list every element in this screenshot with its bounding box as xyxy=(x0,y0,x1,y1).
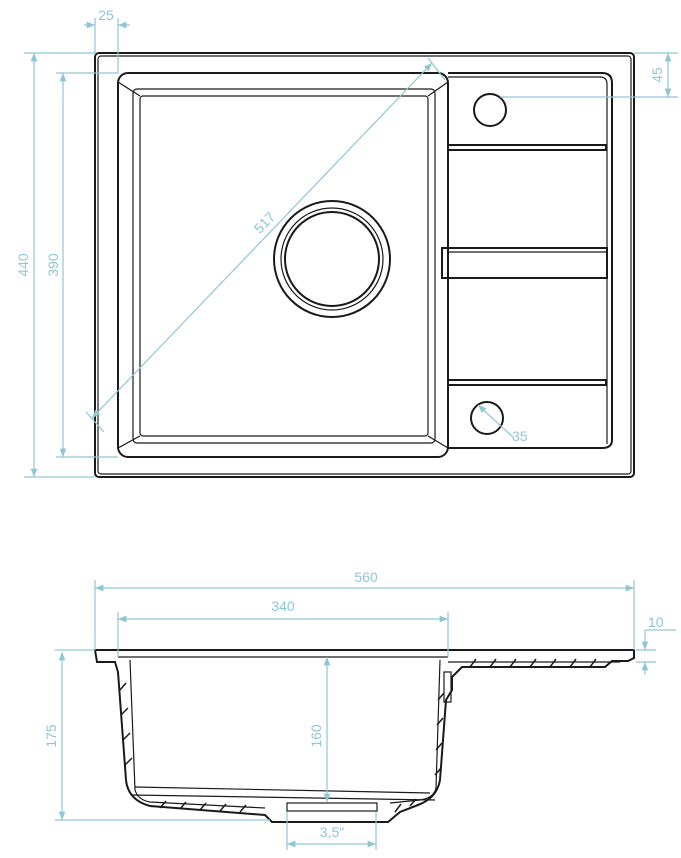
dim-bowl-height: 160 xyxy=(308,724,324,748)
dim-drain-size: 3,5" xyxy=(320,824,344,840)
dim-rim-width: 25 xyxy=(98,7,114,23)
dim-bowl-width: 340 xyxy=(271,598,295,614)
side-view xyxy=(93,649,635,823)
tap-hole-icon xyxy=(473,93,507,127)
bowl-outline xyxy=(117,72,449,458)
sink-profile-outline xyxy=(93,649,635,823)
dim-overall-width: 560 xyxy=(354,569,378,585)
section-hatching xyxy=(119,658,597,813)
drainboard xyxy=(441,72,613,449)
dim-tap-hole-offset: 45 xyxy=(649,67,665,83)
sink-inner-rim xyxy=(97,55,632,475)
dim-tap-hole-diameter: 35 xyxy=(512,428,528,444)
drain-opening xyxy=(286,802,378,812)
sink-outer-outline xyxy=(94,52,635,478)
side-dimensions: 560 340 10 175 160 3,5" xyxy=(43,569,676,850)
dim-rim-thickness: 10 xyxy=(648,614,664,630)
dim-overall-depth: 440 xyxy=(15,253,31,277)
drain-icon xyxy=(273,200,391,318)
dim-bowl-depth: 390 xyxy=(45,253,61,277)
top-view xyxy=(94,52,635,478)
dim-bowl-diagonal: 517 xyxy=(251,208,279,236)
overflow-hole-icon xyxy=(470,401,504,435)
dim-overall-height: 175 xyxy=(43,724,59,748)
overflow-slot xyxy=(443,671,452,703)
